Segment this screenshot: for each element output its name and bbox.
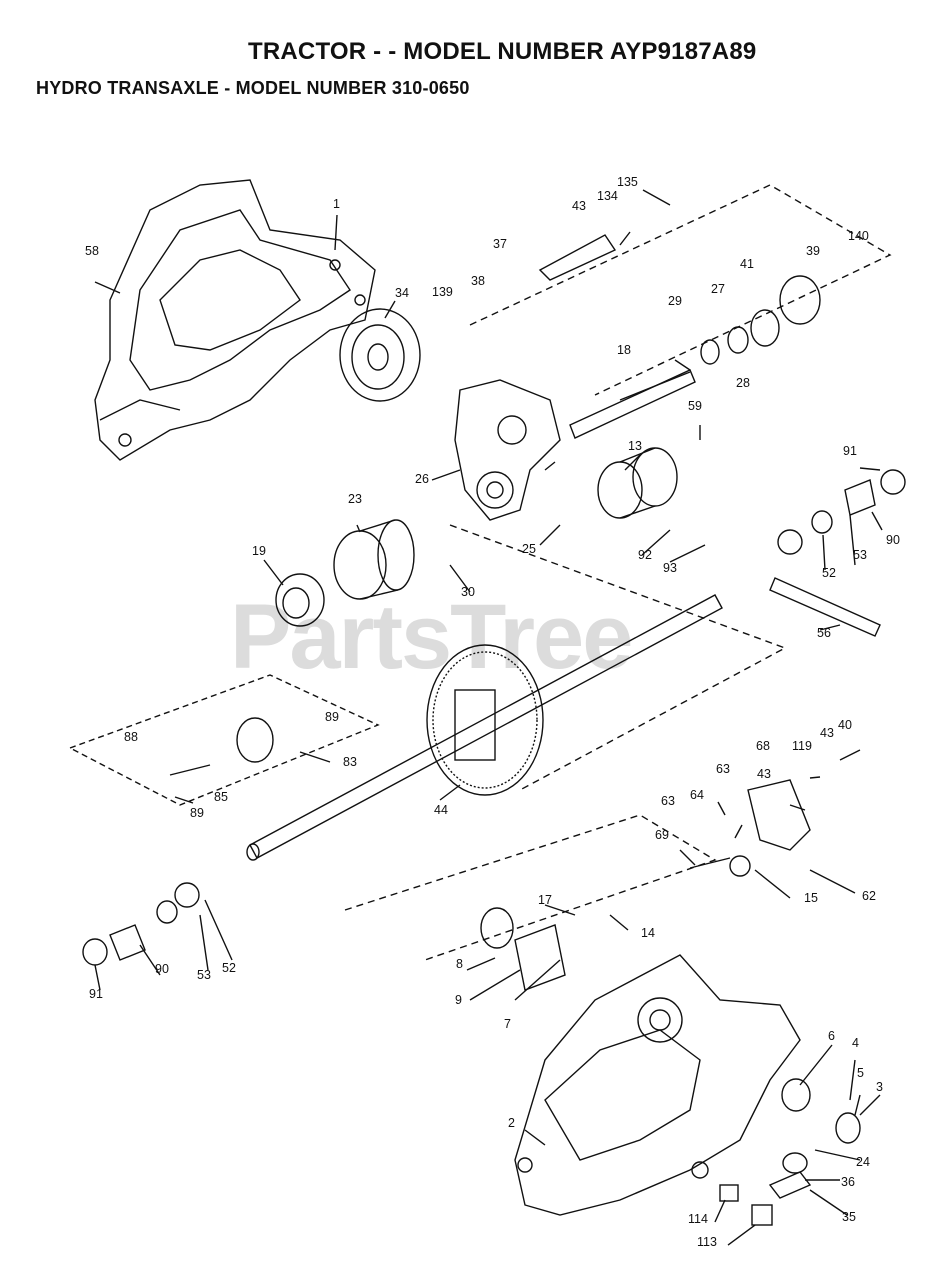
- part-label-2: 2: [508, 1116, 515, 1130]
- part-label-27: 27: [711, 282, 725, 296]
- part-label-13: 13: [628, 439, 642, 453]
- part-label-18: 18: [617, 343, 631, 357]
- part-label-89b: 89: [190, 806, 204, 820]
- differential-gear-part: [426, 644, 544, 796]
- washer-part: [880, 469, 906, 495]
- part-label-114: 114: [688, 1212, 708, 1226]
- part-label-30: 30: [461, 585, 475, 599]
- part-label-113: 113: [697, 1235, 717, 1249]
- part-label-90: 90: [886, 533, 900, 547]
- part-label-23: 23: [348, 492, 362, 506]
- part-label-91b: 91: [89, 987, 103, 1001]
- input-shaft-part: [569, 369, 696, 439]
- pulley-part: [339, 308, 421, 402]
- diagram-subtitle: HYDRO TRANSAXLE - MODEL NUMBER 310-0650: [36, 78, 470, 98]
- part-label-36: 36: [841, 1175, 855, 1189]
- part-label-9: 9: [455, 993, 462, 1007]
- part-label-63b: 63: [661, 794, 675, 808]
- part-label-134: 134: [597, 189, 618, 203]
- part-label-35: 35: [842, 1210, 856, 1224]
- part-label-8: 8: [456, 957, 463, 971]
- part-label-1: 1: [333, 197, 340, 211]
- part-label-68: 68: [756, 739, 770, 753]
- part-label-6: 6: [828, 1029, 835, 1043]
- part-label-39: 39: [806, 244, 820, 258]
- part-label-43b: 43: [820, 726, 834, 740]
- bushing-part: [844, 479, 876, 516]
- part-label-38: 38: [471, 274, 485, 288]
- output-shaft-part: [769, 577, 881, 637]
- part-label-29: 29: [668, 294, 682, 308]
- part-label-69: 69: [655, 828, 669, 842]
- part-label-41: 41: [740, 257, 754, 271]
- lower-housing-part: [514, 954, 801, 1216]
- part-label-5: 5: [857, 1066, 864, 1080]
- part-label-119: 119: [792, 739, 812, 753]
- center-case-part: [454, 379, 561, 521]
- part-label-92: 92: [638, 548, 652, 562]
- part-label-90b: 90: [155, 962, 169, 976]
- part-label-19: 19: [252, 544, 266, 558]
- part-label-26: 26: [415, 472, 429, 486]
- part-label-14: 14: [641, 926, 655, 940]
- part-label-24: 24: [856, 1155, 870, 1169]
- part-label-53b: 53: [197, 968, 211, 982]
- part-label-58: 58: [85, 244, 99, 258]
- part-label-85: 85: [214, 790, 228, 804]
- watermark: PartsTree: [230, 586, 633, 688]
- part-label-34: 34: [395, 286, 409, 300]
- part-label-88: 88: [124, 730, 138, 744]
- upper-housing-part: [94, 179, 376, 461]
- pump-cylinder-part: [333, 519, 415, 600]
- part-label-56: 56: [817, 626, 831, 640]
- part-label-25: 25: [522, 542, 536, 556]
- part-label-53: 53: [853, 548, 867, 562]
- part-label-44: 44: [434, 803, 448, 817]
- part-label-40: 40: [838, 718, 852, 732]
- part-label-135: 135: [617, 175, 638, 189]
- part-label-43: 43: [572, 199, 586, 213]
- part-label-3: 3: [876, 1080, 883, 1094]
- part-label-15: 15: [804, 891, 818, 905]
- part-label-37: 37: [493, 237, 507, 251]
- part-label-43c: 43: [757, 767, 771, 781]
- part-label-4: 4: [852, 1036, 859, 1050]
- motor-cylinder-part: [597, 447, 678, 519]
- part-label-62: 62: [862, 889, 876, 903]
- part-label-89: 89: [325, 710, 339, 724]
- part-label-52: 52: [822, 566, 836, 580]
- part-label-17: 17: [538, 893, 552, 907]
- idler-gear-box: [68, 674, 380, 806]
- diagram-title: TRACTOR - - MODEL NUMBER AYP9187A89: [248, 38, 757, 65]
- part-label-139: 139: [432, 285, 453, 299]
- part-label-140: 140: [848, 229, 869, 243]
- part-label-63: 63: [716, 762, 730, 776]
- part-label-28: 28: [736, 376, 750, 390]
- bearing-part: [275, 573, 325, 627]
- axle-part: [246, 594, 723, 861]
- part-label-93: 93: [663, 561, 677, 575]
- part-label-64: 64: [690, 788, 704, 802]
- part-label-91: 91: [843, 444, 857, 458]
- part-label-83: 83: [343, 755, 357, 769]
- part-label-59: 59: [688, 399, 702, 413]
- part-label-7: 7: [504, 1017, 511, 1031]
- part-label-52b: 52: [222, 961, 236, 975]
